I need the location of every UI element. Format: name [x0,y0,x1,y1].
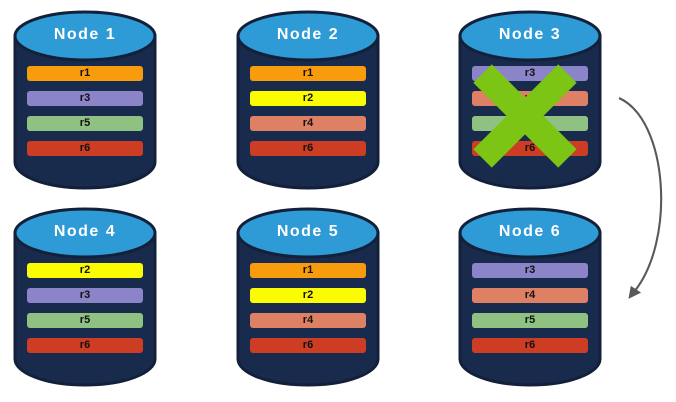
cylinder-top-ellipse [458,10,602,62]
replica-row-r1[interactable]: r1 [250,66,366,81]
replica-row-r4[interactable]: r4 [250,313,366,328]
replica-row-r3[interactable]: r3 [27,288,143,303]
replica-row-r4[interactable]: r4 [472,288,588,303]
replica-row-r3[interactable]: r3 [27,91,143,106]
replica-row-r3[interactable]: r3 [472,66,588,81]
replica-row-list: r1 r2 r4 r6 [235,263,381,353]
replica-row-r2[interactable]: r2 [250,288,366,303]
replica-row-r6[interactable]: r6 [472,141,588,156]
replica-row-r3[interactable]: r3 [472,263,588,278]
replica-row-r4[interactable]: r4 [250,116,366,131]
replica-row-r2[interactable]: r2 [27,263,143,278]
replica-row-r6[interactable]: r6 [472,338,588,353]
replica-row-r6[interactable]: r6 [250,141,366,156]
replica-row-list: r2 r3 r5 r6 [12,263,158,353]
replica-row-r5[interactable]: r5 [27,313,143,328]
replica-row-r5[interactable]: r5 [472,116,588,131]
cylinder-top-ellipse [236,207,380,259]
replica-row-r6[interactable]: r6 [250,338,366,353]
replica-row-list: r3 r4 r5 r6 [457,263,603,353]
replica-row-r1[interactable]: r1 [250,263,366,278]
replica-row-r5[interactable]: r5 [27,116,143,131]
replica-row-r5[interactable]: r5 [472,313,588,328]
cylinder-top-ellipse [13,207,157,259]
replica-row-r4[interactable]: r4 [472,91,588,106]
replica-row-r2[interactable]: r2 [250,91,366,106]
cylinder-top-ellipse [458,207,602,259]
replica-row-list: r1 r3 r5 r6 [12,66,158,156]
replica-row-r6[interactable]: r6 [27,141,143,156]
cylinder-top-ellipse [13,10,157,62]
replica-row-r1[interactable]: r1 [27,66,143,81]
replica-row-r6[interactable]: r6 [27,338,143,353]
replica-row-list: r1 r2 r4 r6 [235,66,381,156]
replica-row-list: r3 r4 r5 r6 [457,66,603,156]
cylinder-top-ellipse [236,10,380,62]
